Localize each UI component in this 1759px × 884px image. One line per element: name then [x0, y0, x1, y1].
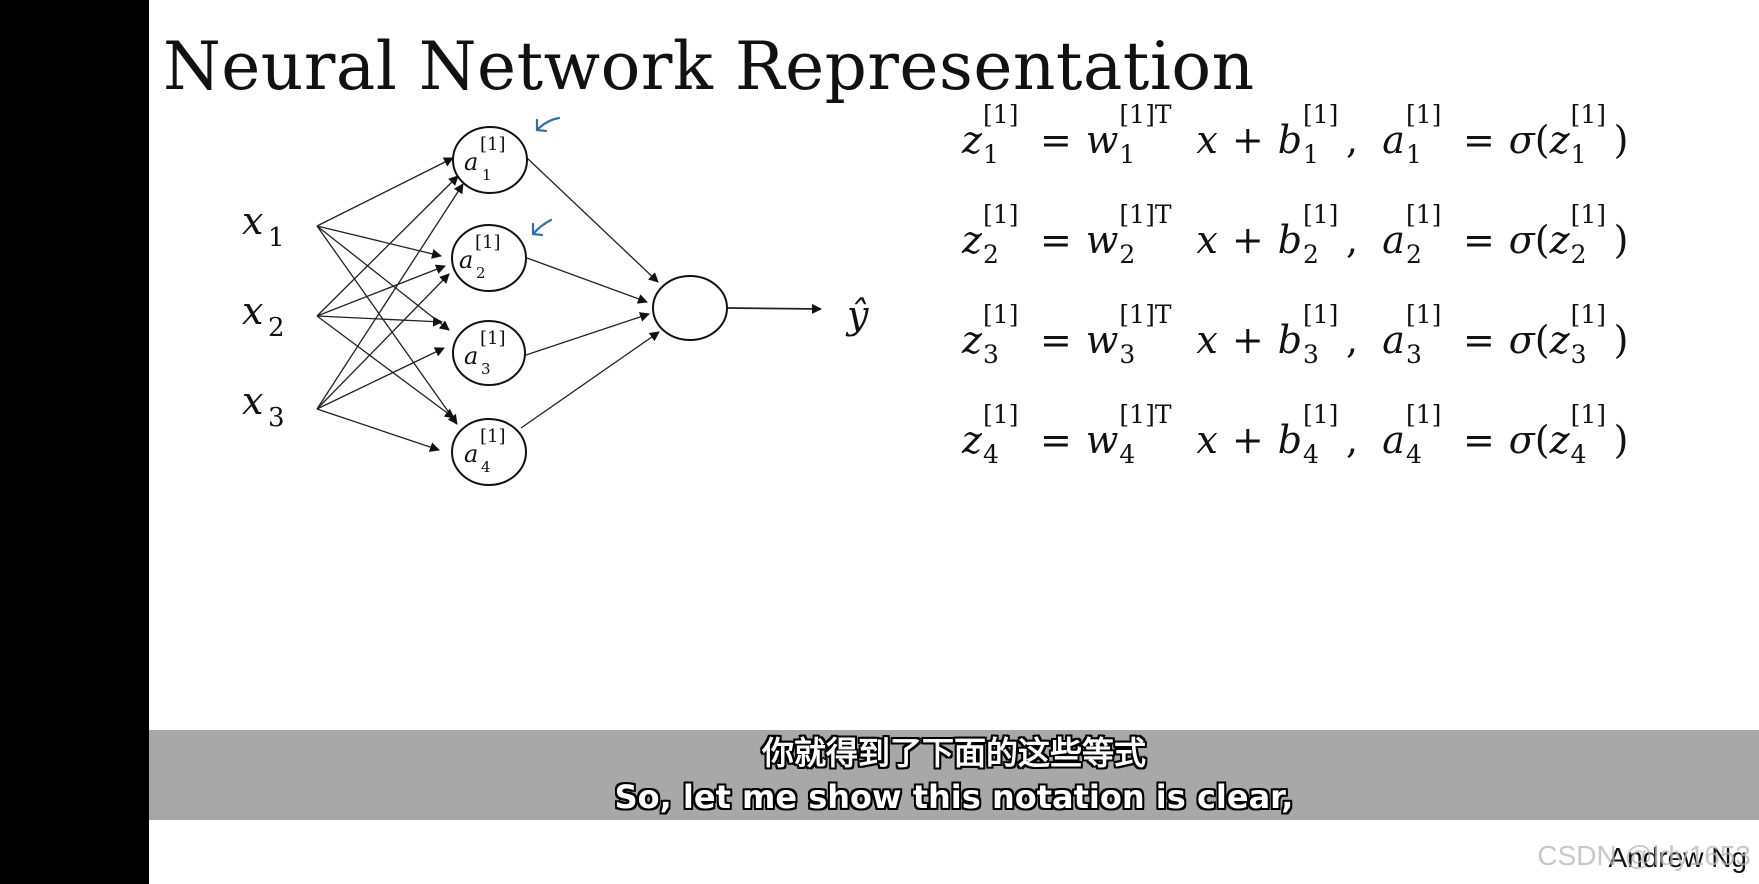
input-x3-base: x — [242, 379, 263, 423]
output-node — [652, 275, 728, 341]
eq3-a: a[1]3 — [1382, 300, 1442, 369]
subtitle-bar: 你就得到了下面的这些等式 So, let me show this notati… — [149, 730, 1759, 820]
hidden-2-sup: [1] — [475, 232, 501, 253]
hidden-2-base: a — [459, 246, 473, 274]
eq2-a: a[1]2 — [1382, 200, 1442, 269]
hidden-node-3 — [452, 320, 526, 386]
hidden-4-base: a — [464, 440, 478, 468]
eq1-b: b[1]1 — [1277, 100, 1339, 169]
hidden-node-1 — [452, 126, 528, 194]
eq4-a: a[1]4 — [1382, 400, 1442, 469]
hidden-3-sup: [1] — [480, 328, 506, 349]
slide-author: Andrew Ng — [1608, 842, 1747, 873]
subtitle-english: So, let me show this notation is clear, — [614, 778, 1294, 816]
hidden-1-sub: 1 — [482, 166, 492, 184]
eq3-z: z[1]3 — [962, 300, 1019, 369]
hidden-node-4 — [451, 418, 527, 486]
annotation-arrow-1 — [535, 116, 561, 132]
input-x2-sub: 2 — [268, 313, 285, 343]
eq4-z: z[1]4 — [962, 400, 1019, 469]
hidden-3-sub: 3 — [481, 360, 491, 378]
input-x2-base: x — [242, 289, 263, 333]
input-hidden-connections — [316, 157, 464, 452]
eq1-z2: z[1]1 — [1549, 100, 1607, 169]
hidden-4-sup: [1] — [480, 426, 506, 447]
input-x1-base: x — [242, 199, 263, 243]
subtitle-chinese: 你就得到了下面的这些等式 — [761, 734, 1146, 772]
eq4-z2: z[1]4 — [1549, 400, 1607, 469]
annotation-arrows — [531, 116, 561, 237]
hidden-output-connections — [520, 157, 822, 429]
eq4-b: b[1]4 — [1277, 400, 1339, 469]
input-x1-sub: 1 — [268, 223, 285, 253]
eq2-z: z[1]2 — [962, 200, 1019, 269]
hidden-1-base: a — [464, 148, 478, 176]
input-x3-sub: 3 — [268, 403, 285, 433]
hidden-3-base: a — [464, 342, 478, 370]
eq1-a: a[1]1 — [1382, 100, 1442, 169]
hidden-2-sub: 2 — [476, 264, 486, 282]
slide-title: Neural Network Representation — [163, 28, 1255, 105]
eq3-z2: z[1]3 — [1549, 300, 1607, 369]
csdn-watermark: CSDN @ldy1653 — [1537, 840, 1751, 871]
output-y-hat: ŷ — [845, 293, 869, 337]
hidden-4-sub: 4 — [481, 458, 491, 476]
eq2-b: b[1]2 — [1277, 200, 1339, 269]
eq1-z: z[1]1 — [962, 100, 1019, 169]
eq3-b: b[1]3 — [1277, 300, 1339, 369]
eq2-z2: z[1]2 — [1549, 200, 1607, 269]
neural-network-diagram: a [1] 1 a [1] 2 a [1] 3 a [1] 4 x 1 x 2 … — [242, 116, 869, 486]
lecture-slide: Neural Network Representation — [149, 0, 1759, 884]
annotation-arrowhead-1 — [535, 118, 548, 133]
annotation-arrow-2 — [531, 218, 553, 236]
hidden-node-2 — [451, 224, 527, 292]
hidden-1-sup: [1] — [480, 134, 506, 155]
annotation-arrowhead-2 — [531, 222, 544, 237]
